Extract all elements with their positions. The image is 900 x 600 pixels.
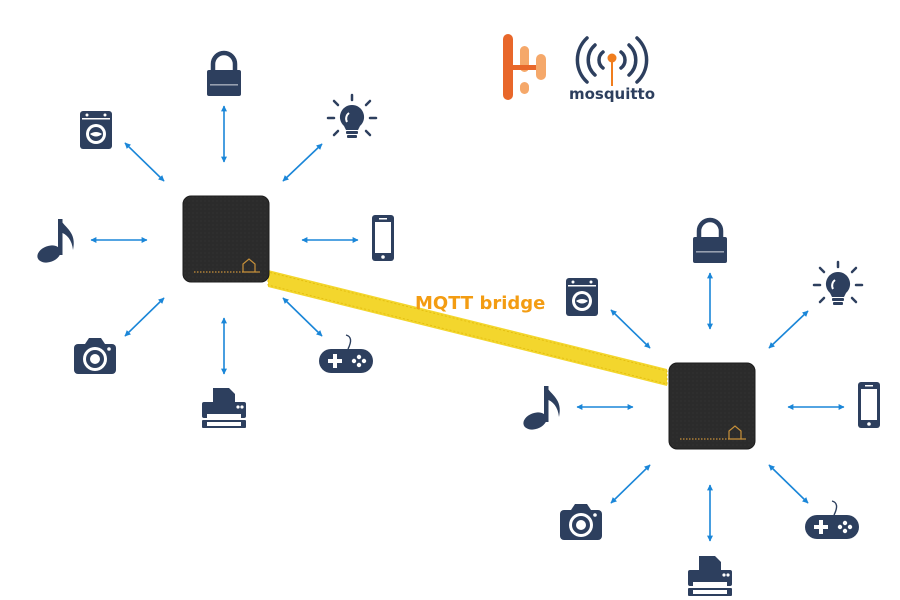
arrow-bulb (768, 310, 809, 349)
arrow-bulb (282, 143, 323, 182)
lightbulb-icon (812, 260, 864, 307)
mosquitto-logo: mosquitto (569, 36, 655, 103)
smartphone-icon (858, 382, 880, 428)
lightbulb-icon (326, 93, 378, 140)
arrow-washer (124, 142, 165, 182)
arrow-camera (124, 297, 165, 337)
antenna-waves-icon (575, 36, 649, 84)
bridge-label: MQTT bridge (415, 293, 545, 314)
camera-icon (560, 504, 602, 540)
mosquitto-wordmark: mosquitto (569, 85, 655, 103)
gamepad-icon (318, 334, 374, 374)
mqtt-bridge-link (267, 270, 668, 386)
printer-icon (688, 556, 732, 596)
hub-right-cluster (520, 220, 880, 596)
lock-icon (693, 220, 727, 263)
washing-machine-icon (80, 111, 112, 149)
arrow-camera (610, 464, 651, 504)
hub-left-device[interactable] (182, 195, 270, 283)
camera-icon (74, 338, 116, 374)
music-note-icon (520, 386, 560, 433)
logo-mark (503, 34, 546, 100)
hub-right-arrows (576, 272, 845, 542)
printer-icon (202, 388, 246, 428)
hub-right-device[interactable] (668, 362, 756, 450)
music-note-icon (34, 219, 74, 266)
washing-machine-icon (566, 278, 598, 316)
gamepad-icon (804, 500, 860, 540)
arrow-gamepad (282, 297, 323, 337)
lock-icon (207, 53, 241, 96)
arrow-gamepad (768, 464, 809, 504)
smartphone-icon (372, 215, 394, 261)
hub-left-cluster (34, 53, 394, 428)
hub-left-arrows (90, 105, 359, 375)
arrow-washer (610, 309, 651, 349)
